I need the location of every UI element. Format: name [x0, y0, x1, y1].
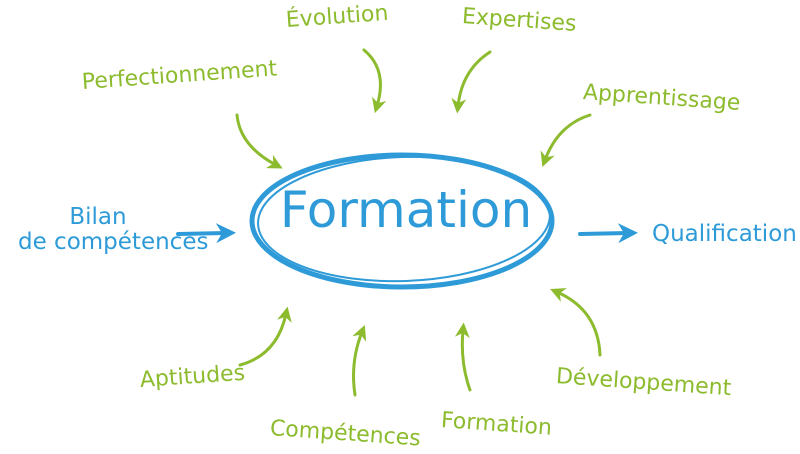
bilan-line-1: Bilan [69, 204, 127, 230]
arrow-perfectionnement [235, 113, 283, 169]
arrow-center-to-qualification [578, 223, 638, 244]
arrow-competences [352, 325, 367, 397]
arrow-evolution [362, 48, 387, 114]
arrow-expertises [451, 50, 492, 114]
bilan-label: Bilan de compétences [18, 204, 209, 256]
arrow-developpement [550, 288, 602, 357]
center-title: Formation [279, 181, 533, 239]
arrow-formation-bottom [454, 322, 472, 392]
center-ellipse [249, 152, 555, 290]
arrow-bilan-to-center [176, 223, 236, 244]
center-ellipse-overlap [257, 155, 551, 283]
bilan-line-2: de compétences [18, 229, 209, 256]
arrow-aptitudes [238, 306, 292, 367]
arrow-apprentissage [540, 113, 592, 168]
qualification-label: Qualification [652, 221, 797, 247]
